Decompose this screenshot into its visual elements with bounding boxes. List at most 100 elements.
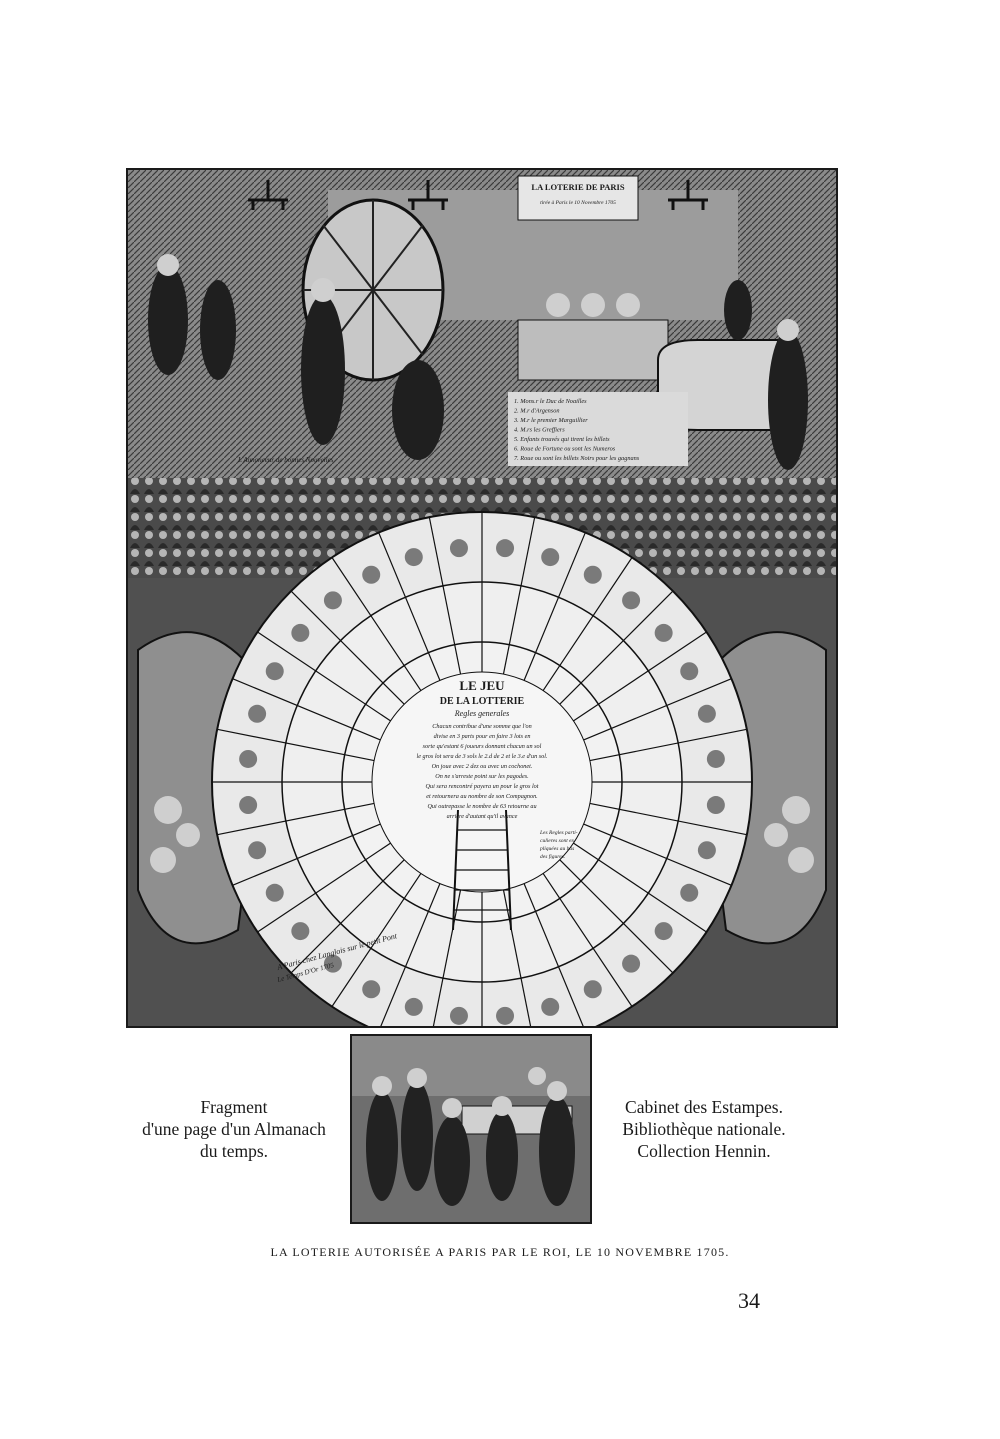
wheel-spoke [290, 859, 405, 974]
figure-caption: LA LOTERIE AUTORISÉE A PARIS PAR LE ROI,… [270, 1245, 730, 1259]
caption-left-line: Fragment [200, 1097, 268, 1117]
wheel-rule-line: On joue avec 2 dez ou avec un cochonet. [432, 763, 533, 770]
wheel-rule-line: Chacun contribue d'une somme que l'on [432, 723, 531, 730]
legend-line: 6. Roue de Fortune ou sont les Numeros [514, 446, 616, 453]
wheel-cell-vignette [323, 591, 342, 610]
wheel-cell-vignette [697, 704, 716, 723]
caption-left-line: d'une page d'un Almanach [142, 1119, 326, 1139]
wheel-cell-vignette [449, 1006, 468, 1025]
caption-left-line: du temps. [199, 1141, 269, 1161]
wheel-spoke [290, 590, 405, 705]
legend-box [508, 392, 688, 466]
wheel-spoke [502, 517, 536, 675]
wheel-spoke [217, 802, 375, 836]
wheel-cell-vignette [680, 883, 699, 902]
wheel-cell-vignette [583, 980, 602, 999]
engraving-plate: LA LOTERIE DE PARIS tirée à Paris le 10 … [126, 168, 838, 1028]
wheel-spoke [542, 873, 633, 1007]
legend-line: 7. Roue ou sont les billets Noirs pour l… [514, 455, 640, 462]
wheel-spoke [573, 842, 707, 933]
game-of-lottery-wheel [211, 511, 753, 1026]
wheel-cell-vignette [265, 883, 284, 902]
caption-right-line: Collection Hennin. [637, 1141, 771, 1161]
wheel-cell-vignette [404, 548, 423, 567]
wheel-cell-vignette [680, 662, 699, 681]
wheel-cell-vignette [291, 623, 310, 642]
wheel-rule-line: On ne s'arreste point sur les pagodes. [435, 773, 528, 780]
wheel-cell-vignette [265, 662, 284, 681]
wheel-cell-vignette [706, 749, 725, 768]
legend-line: 4. M.rs les Greffiers [514, 427, 565, 434]
wheel-rule-line: le gros lot sera de 3 sols le 2.d de 2 e… [416, 753, 547, 760]
wheel-spoke [428, 517, 462, 675]
wheel-spoke [523, 883, 584, 1026]
wheel-spoke [502, 889, 532, 1026]
wheel-title: LE JEU [459, 678, 505, 693]
wheel-cell-vignette [239, 749, 258, 768]
wheel-cell-vignette [496, 1006, 515, 1025]
plate-banner-subtitle: tirée à Paris le 10 Novembre 1705 [540, 200, 616, 206]
wheel-spoke [257, 631, 391, 722]
wheel-spoke [432, 889, 462, 1026]
wheel-cell-vignette [706, 796, 725, 815]
caption-left: Fragment d'une page d'un Almanach du tem… [120, 1096, 348, 1162]
wheel-cell-vignette [697, 841, 716, 860]
banner-cartouche [517, 175, 639, 221]
wheel-cell-vignette [541, 997, 560, 1016]
banquet-scene [352, 1036, 590, 1222]
inset-banquet-picture [350, 1034, 592, 1224]
wheel-rule-line: sorte qu'estant 6 joueurs donnant chacun… [423, 743, 542, 750]
ladder-icon [452, 809, 512, 931]
wheel-spoke [559, 859, 674, 974]
wheel-side-rule-line: des figures. [540, 853, 565, 860]
wheel-cell-vignette [496, 539, 515, 558]
wheel-cell-vignette [654, 922, 673, 941]
wheel-spoke [542, 557, 633, 691]
wheel-cell-vignette [248, 841, 267, 860]
wheel-rule-line: Qui sera rencontré payera un pour le gro… [426, 783, 539, 790]
wheel-cell-vignette [239, 796, 258, 815]
wheel-cell-vignette [362, 980, 381, 999]
wheel-spoke [523, 532, 586, 681]
wheel-side-rule-line: culieres sont ex- [540, 838, 576, 844]
wheel-cell-vignette [323, 954, 342, 973]
caption-right-line: Cabinet des Estampes. [625, 1097, 783, 1117]
wheel-spoke [378, 532, 441, 681]
wheel-title-2: DE LA LOTTERIE [440, 696, 525, 707]
wheel-spoke [589, 802, 747, 836]
wheel-spoke [331, 873, 422, 1007]
wheel-rule-line: divise en 3 parts pour en faire 3 lots e… [434, 733, 531, 740]
announcer-caption: L'Annonceur de bonnes Nouvelles [237, 456, 334, 464]
wheel-rule-line: Qui outrepasse le nombre de 63 retourne … [427, 803, 536, 810]
legend-line: 5. Enfants trouvés qui tirent les billet… [514, 436, 610, 443]
wheel-spoke [573, 631, 707, 722]
page-number: 34 [738, 1288, 760, 1313]
wheel-spoke [583, 678, 732, 741]
wheel-cell-vignette [291, 922, 310, 941]
wheel-spoke [257, 842, 391, 933]
wheel-cell-vignette [248, 704, 267, 723]
legend-line: 3. M.r le premier Marguillier [513, 417, 588, 424]
wheel-rule-line: arrière d'autant qu'il avance [447, 813, 518, 820]
wheel-cell-vignette [362, 565, 381, 584]
wheel-spoke [232, 678, 381, 741]
figures-group [148, 254, 808, 470]
wheel-cell-vignette [622, 591, 641, 610]
wheel-cell-vignette [622, 954, 641, 973]
engraving-artwork: LA LOTERIE DE PARIS tirée à Paris le 10 … [128, 170, 836, 1026]
wheel-spoke [583, 823, 732, 886]
wheel-cell-vignette [449, 539, 468, 558]
wheel-cell-vignette [541, 548, 560, 567]
caption-right-line: Bibliothèque nationale. [622, 1119, 786, 1139]
wheel-cell-vignette [583, 565, 602, 584]
wheel-spoke [589, 728, 747, 762]
wheel-spoke [331, 557, 422, 691]
wheel-side-rule-line: Les Regles parti- [539, 830, 578, 836]
wheel-side-rule-line: pliquées au bas [539, 846, 574, 852]
wheel-spoke [217, 728, 375, 762]
plate-banner-title: LA LOTERIE DE PARIS [531, 182, 624, 192]
wheel-cell-vignette [654, 623, 673, 642]
wheel-rules: Chacun contribue d'une somme que l'on div… [416, 723, 577, 860]
legend-line: 1. Mons.r le Duc de Noailles [514, 398, 587, 405]
